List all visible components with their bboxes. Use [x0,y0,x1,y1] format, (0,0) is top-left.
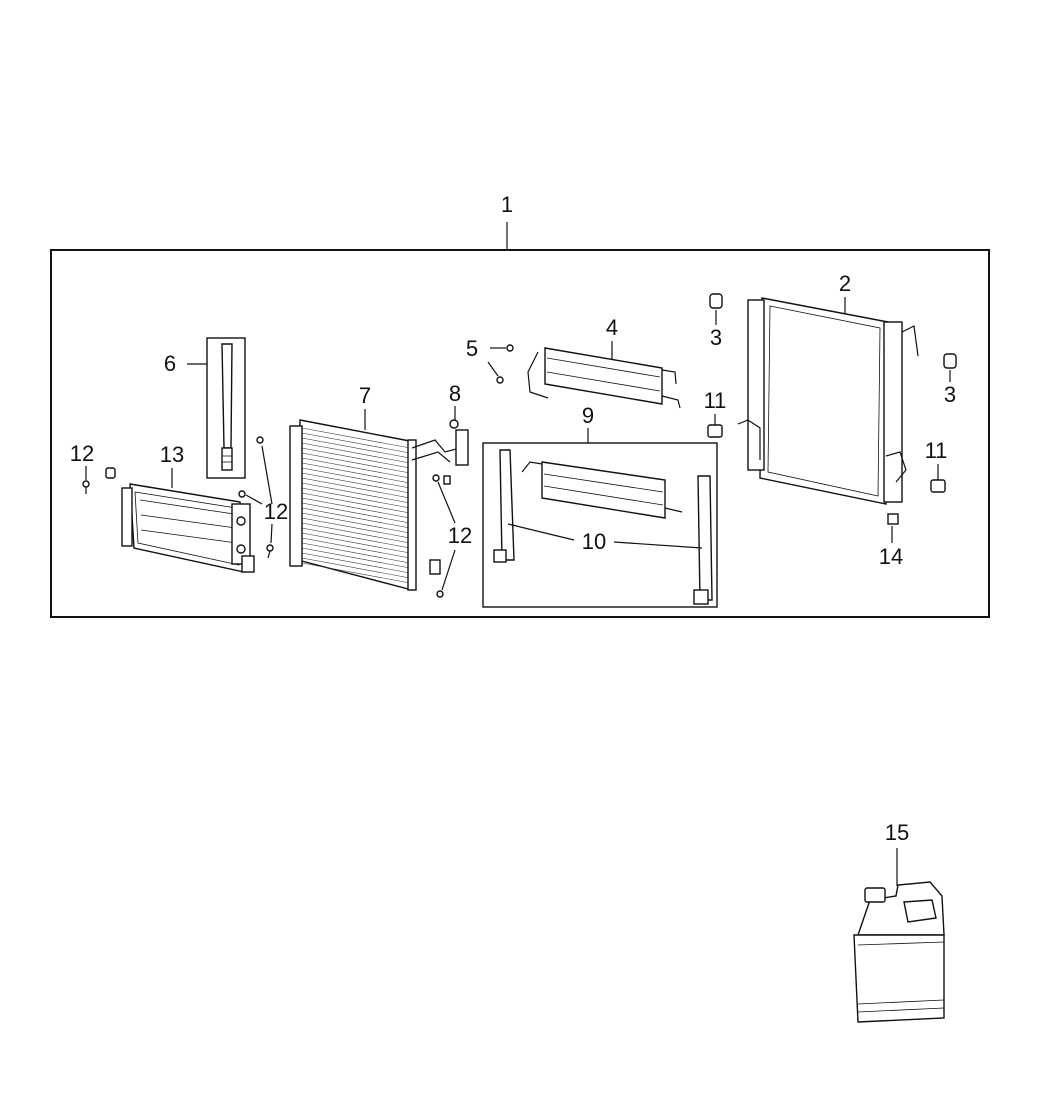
condenser-fin [301,532,411,554]
part-15-coolant-jug [853,881,945,1023]
part-6-hose [221,343,233,471]
part-9-trans-cooler [521,461,683,519]
callout-2: 2 [839,271,851,296]
condenser-fin [301,507,411,529]
condenser-fin [301,457,411,479]
part-10-bracket-right [693,475,713,605]
leader-12-right-b [441,549,456,591]
callout-12-mid: 12 [264,499,288,524]
part-9-frame [482,442,718,608]
condenser-fin [301,427,411,449]
callout-8: 8 [449,381,461,406]
leader-12-mid-b [245,494,263,505]
callout-13: 13 [160,442,184,467]
condenser-fin [301,522,411,544]
condenser-fin [301,462,411,484]
condenser-fin [301,432,411,454]
callout-3-left: 3 [710,325,722,350]
condenser-fin [301,452,411,474]
condenser-fin [301,527,411,549]
condenser-fin [301,477,411,499]
grommet-icon [105,467,116,479]
fastener-icon [449,419,459,429]
condenser-fin [301,502,411,524]
bolt-icon [82,480,90,494]
part-13-aux-radiator [121,483,255,573]
leader-12-mid-c [270,523,273,544]
condenser-fin [301,447,411,469]
leader-10-a [507,523,575,541]
condenser-fin [301,472,411,494]
condenser-fin [301,442,411,464]
callout-11-left: 11 [704,388,727,413]
condenser-fin [301,482,411,504]
callout-14: 14 [879,544,903,569]
leader-10-b [613,541,703,549]
condenser-fin [301,487,411,509]
condenser-fin [301,542,411,564]
condenser-fin [301,512,411,534]
callout-10: 10 [582,529,606,554]
callout-5: 5 [466,336,478,361]
callout-7: 7 [359,383,371,408]
condenser-fin [301,562,411,584]
condenser-fin [301,437,411,459]
drain-plug-icon [887,513,899,525]
part-4-oil-cooler [527,347,681,409]
part-6-frame [206,337,246,479]
condenser-fin [301,547,411,569]
bolt-icon [432,474,451,598]
callout-12-right: 12 [448,523,472,548]
condenser-fin [301,517,411,539]
callout-15: 15 [885,820,909,845]
part-10-bracket-left [493,449,515,563]
bolt-icon [238,436,274,559]
bolt-icon [496,344,514,384]
callout-4: 4 [606,315,618,340]
condenser-fin [301,552,411,574]
assembly-frame [50,249,990,618]
condenser-fin [301,537,411,559]
callout-3-right: 3 [944,382,956,407]
grommet-icon [709,293,957,369]
leader-5-b [487,361,499,377]
condenser-fin [301,492,411,514]
callout-1: 1 [501,192,513,217]
leader-12-right-a [437,481,456,524]
leader-12-mid-a [261,445,273,505]
callout-11-right: 11 [925,438,948,463]
clip-icon [707,424,946,493]
callout-9: 9 [582,403,594,428]
condenser-fin [301,497,411,519]
callout-6: 6 [164,351,176,376]
condenser-fin [301,557,411,579]
condenser-fin [301,467,411,489]
part-2-radiator [737,297,919,505]
callout-12-left: 12 [70,441,94,466]
part-7-condenser [289,419,469,591]
